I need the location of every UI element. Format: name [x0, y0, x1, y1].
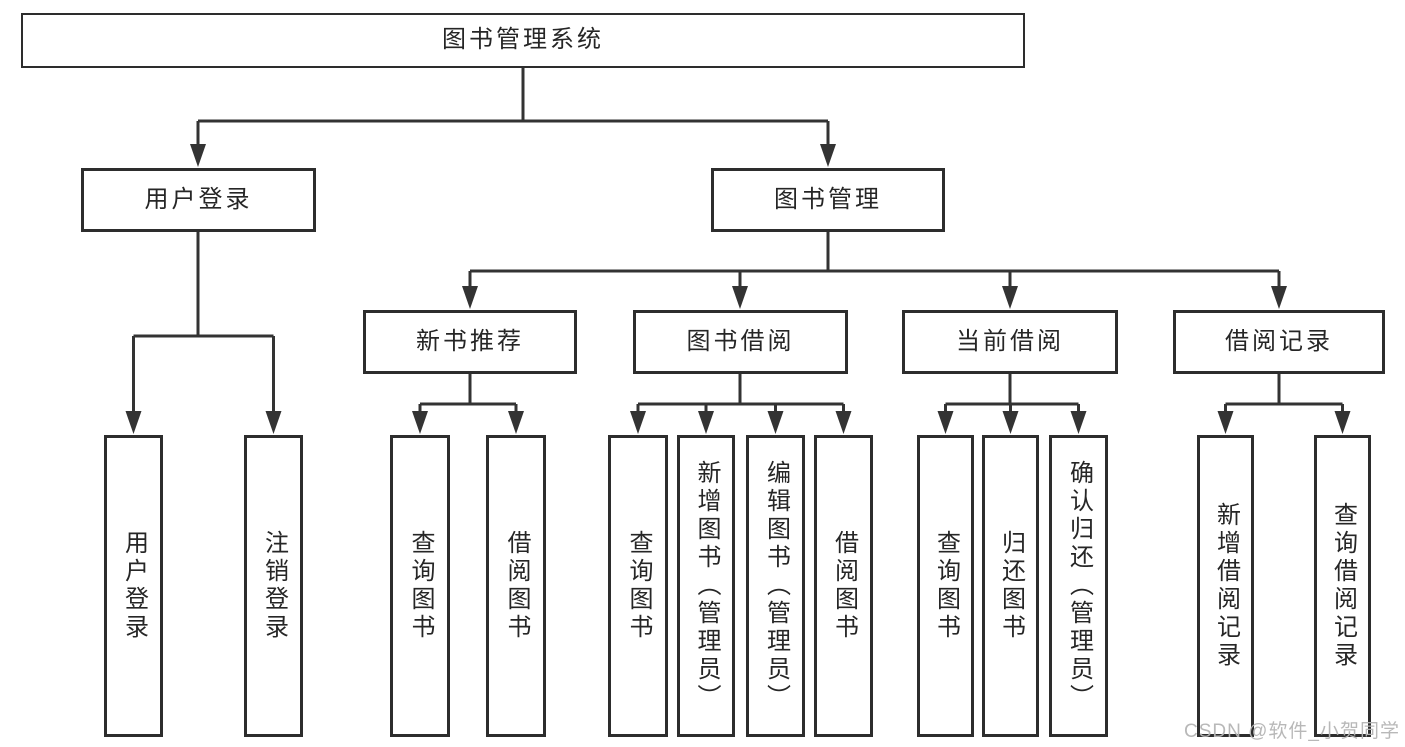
node-book-management: 图书管理	[711, 168, 945, 232]
node-label: 图书管理	[774, 185, 882, 213]
arrowhead-down-icon	[835, 411, 852, 434]
arrowhead-down-icon	[1070, 411, 1087, 434]
node-user-login: 用户登录	[81, 168, 316, 232]
node-new-book-recommendation: 新书推荐	[363, 310, 577, 374]
node-label: 借阅记录	[1225, 327, 1333, 355]
leaf-label: 借阅图书	[503, 530, 530, 642]
leaf-label: 查询借阅记录	[1329, 502, 1357, 670]
arrowhead-down-icon	[190, 144, 206, 167]
leaf-return-book: 归还图书	[982, 435, 1039, 737]
arrowhead-down-icon	[508, 411, 524, 434]
node-label: 当前借阅	[956, 327, 1064, 355]
arrowhead-down-icon	[265, 411, 282, 434]
node-label: 用户登录	[144, 185, 253, 213]
leaf-query-books-current: 查询图书	[917, 435, 974, 737]
node-borrowing-records: 借阅记录	[1173, 310, 1385, 374]
leaf-borrow-books-recommend: 借阅图书	[486, 435, 546, 737]
leaf-label: 新增图书（管理员）	[693, 460, 720, 712]
leaf-label: 注销登录	[260, 530, 288, 642]
arrowhead-down-icon	[1271, 286, 1287, 309]
leaf-edit-book-admin: 编辑图书（管理员）	[746, 435, 805, 737]
leaf-label: 借阅图书	[830, 530, 858, 642]
leaf-label: 归还图书	[997, 530, 1025, 642]
leaf-label: 新增借阅记录	[1212, 502, 1240, 670]
arrowhead-down-icon	[125, 411, 142, 434]
leaf-query-borrow-record: 查询借阅记录	[1314, 435, 1371, 737]
csdn-watermark: CSDN @软件_小贺同学	[1184, 721, 1400, 742]
node-label: 图书管理系统	[442, 26, 604, 54]
leaf-add-borrow-record: 新增借阅记录	[1197, 435, 1254, 737]
arrowhead-down-icon	[630, 411, 646, 434]
leaf-confirm-return-admin: 确认归还（管理员）	[1049, 435, 1108, 737]
arrowhead-down-icon	[732, 286, 748, 309]
node-book-borrowing: 图书借阅	[633, 310, 848, 374]
node-label: 图书借阅	[686, 327, 795, 355]
arrowhead-down-icon	[1002, 411, 1019, 434]
arrowhead-down-icon	[412, 411, 428, 434]
leaf-logout: 注销登录	[244, 435, 303, 737]
arrowhead-down-icon	[1002, 286, 1018, 309]
leaf-borrow-books: 借阅图书	[814, 435, 873, 737]
leaf-query-books-borrowing: 查询图书	[608, 435, 668, 737]
node-label: 新书推荐	[416, 327, 524, 355]
leaf-label: 编辑图书（管理员）	[762, 460, 790, 712]
leaf-label: 查询图书	[625, 530, 652, 642]
arrowhead-down-icon	[820, 144, 836, 167]
arrowhead-down-icon	[462, 286, 478, 309]
leaf-label: 查询图书	[932, 530, 960, 642]
arrowhead-down-icon	[937, 411, 954, 434]
leaf-label: 确认归还（管理员）	[1065, 460, 1093, 712]
leaf-label: 用户登录	[120, 530, 148, 642]
leaf-add-book-admin: 新增图书（管理员）	[677, 435, 735, 737]
arrowhead-down-icon	[1334, 411, 1351, 434]
leaf-user-login: 用户登录	[104, 435, 163, 737]
leaf-label: 查询图书	[407, 530, 434, 642]
arrowhead-down-icon	[767, 411, 784, 434]
node-library-management-system: 图书管理系统	[21, 13, 1025, 68]
arrowhead-down-icon	[1217, 411, 1234, 434]
arrowhead-down-icon	[698, 411, 714, 434]
leaf-query-books-recommend: 查询图书	[390, 435, 450, 737]
node-current-borrowing: 当前借阅	[902, 310, 1118, 374]
